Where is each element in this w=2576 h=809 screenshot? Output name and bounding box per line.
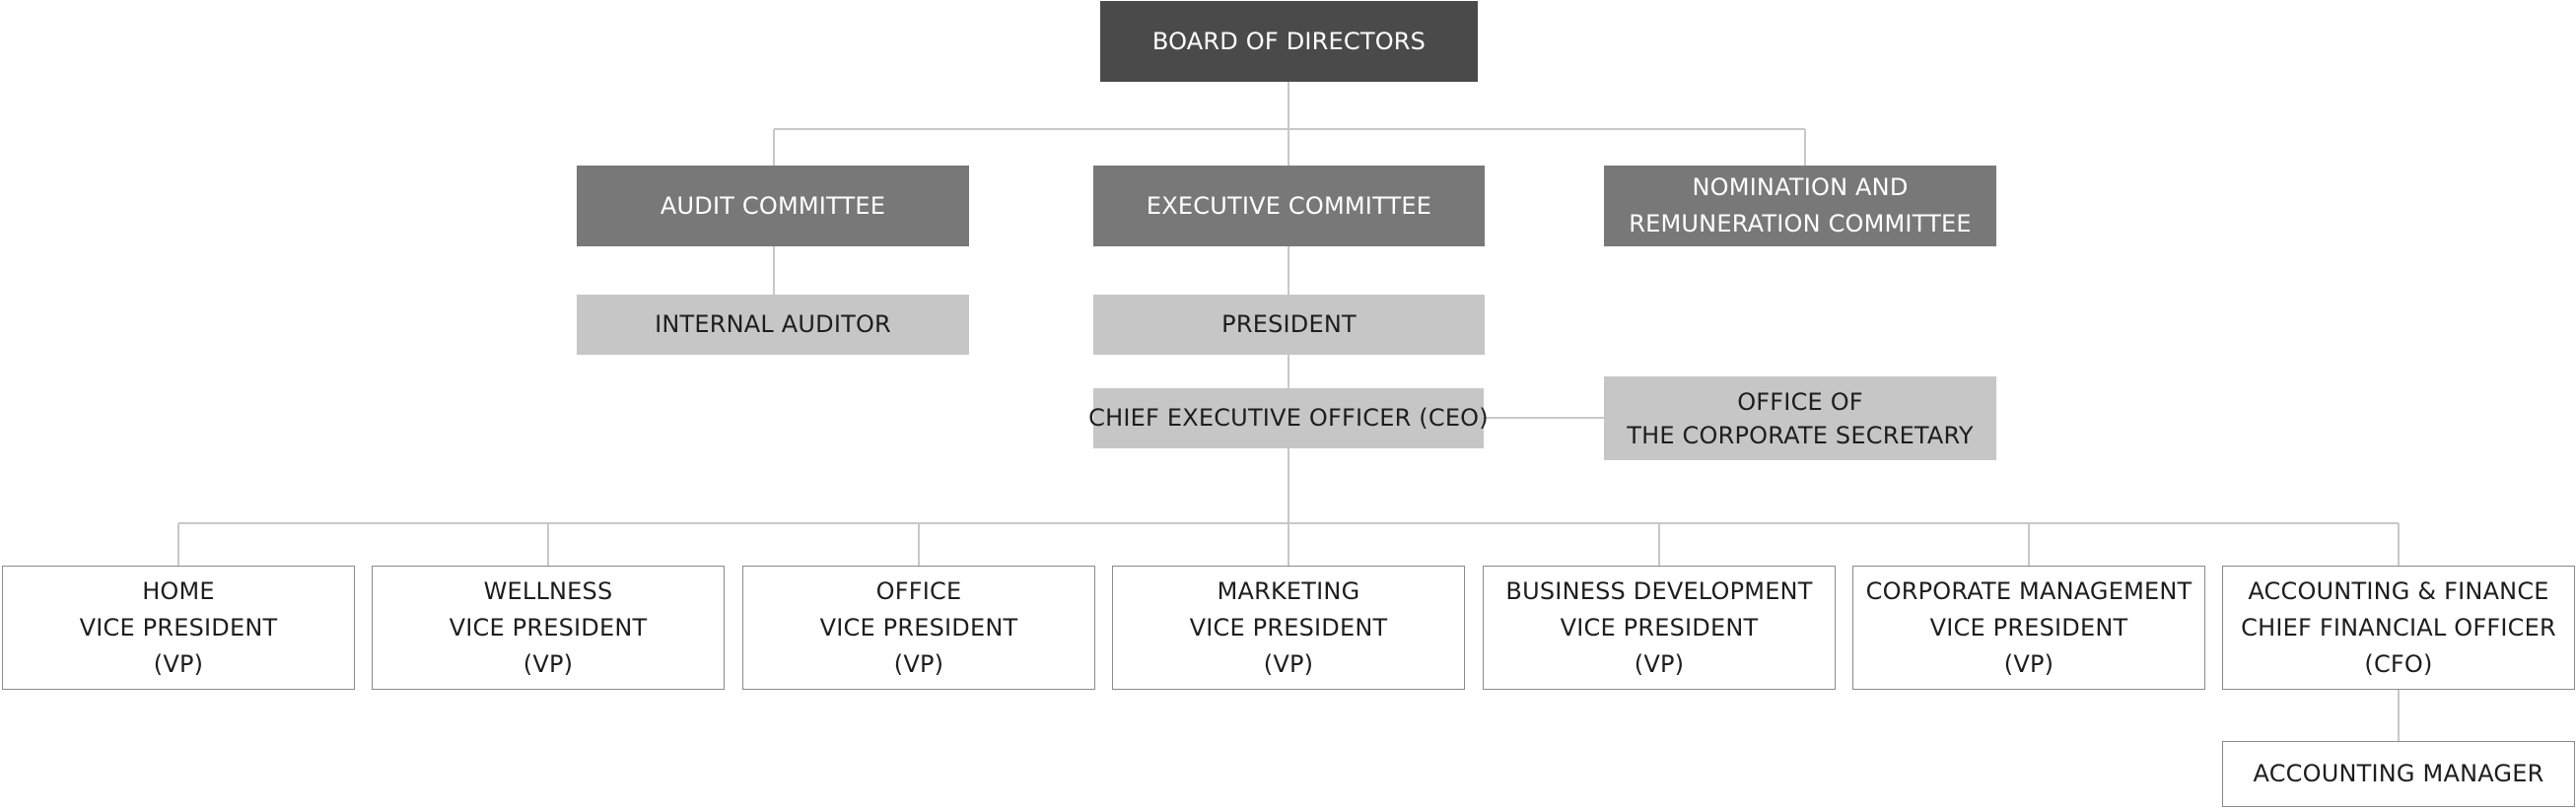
division-name: BUSINESS DEVELOPMENT [1505, 576, 1813, 605]
division-title: VICE PRESIDENT [819, 613, 1018, 641]
division-title: VICE PRESIDENT [79, 613, 278, 641]
executive-committee-box: EXECUTIVE COMMITTEE [1093, 166, 1485, 246]
division-abbrev: (CFO) [2364, 649, 2433, 678]
division-home-box: HOME VICE PRESIDENT (VP) [2, 566, 355, 690]
nomination-committee-box: NOMINATION AND REMUNERATION COMMITTEE [1604, 166, 1996, 246]
nomination-committee-line-1: NOMINATION AND [1692, 173, 1909, 201]
division-marketing-box: MARKETING VICE PRESIDENT (VP) [1112, 566, 1465, 690]
division-wellness-box: WELLNESS VICE PRESIDENT (VP) [372, 566, 725, 690]
division-name: OFFICE [875, 576, 962, 605]
division-business-development-box: BUSINESS DEVELOPMENT VICE PRESIDENT (VP) [1483, 566, 1836, 690]
division-accounting-finance-box: ACCOUNTING & FINANCE CHIEF FINANCIAL OFF… [2222, 566, 2575, 690]
accounting-manager-box: ACCOUNTING MANAGER [2222, 741, 2575, 807]
division-abbrev: (VP) [522, 649, 574, 678]
ceo-box: CHIEF EXECUTIVE OFFICER (CEO) [1088, 388, 1489, 448]
audit-committee-box: AUDIT COMMITTEE [577, 166, 969, 246]
division-office-box: OFFICE VICE PRESIDENT (VP) [742, 566, 1095, 690]
accounting-manager-label: ACCOUNTING MANAGER [2253, 760, 2544, 787]
division-name: ACCOUNTING & FINANCE [2248, 576, 2549, 605]
division-title: VICE PRESIDENT [1189, 613, 1388, 641]
division-abbrev: (VP) [1634, 649, 1685, 678]
division-name: WELLNESS [483, 576, 613, 605]
internal-auditor-label: INTERNAL AUDITOR [655, 310, 891, 338]
president-box: PRESIDENT [1093, 295, 1485, 355]
division-abbrev: (VP) [1263, 649, 1314, 678]
audit-committee-label: AUDIT COMMITTEE [660, 191, 886, 220]
division-title: VICE PRESIDENT [1929, 613, 2128, 641]
board-of-directors-box: BOARD OF DIRECTORS [1100, 1, 1478, 82]
ceo-label: CHIEF EXECUTIVE OFFICER (CEO) [1088, 404, 1489, 432]
division-name: MARKETING [1217, 576, 1360, 605]
division-abbrev: (VP) [893, 649, 944, 678]
division-title: CHIEF FINANCIAL OFFICER [2241, 613, 2556, 641]
president-label: PRESIDENT [1221, 310, 1357, 338]
division-title: VICE PRESIDENT [449, 613, 648, 641]
corporate-secretary-line-2: THE CORPORATE SECRETARY [1627, 421, 1974, 449]
corporate-secretary-box: OFFICE OF THE CORPORATE SECRETARY [1604, 376, 1996, 460]
division-abbrev: (VP) [2003, 649, 2054, 678]
division-name: CORPORATE MANAGEMENT [1865, 576, 2193, 605]
division-name: HOME [142, 576, 215, 605]
nomination-committee-line-2: REMUNERATION COMMITTEE [1629, 210, 1972, 237]
division-corporate-management-box: CORPORATE MANAGEMENT VICE PRESIDENT (VP) [1852, 566, 2205, 690]
executive-committee-label: EXECUTIVE COMMITTEE [1146, 191, 1432, 220]
board-label: BOARD OF DIRECTORS [1151, 27, 1427, 55]
division-title: VICE PRESIDENT [1560, 613, 1759, 641]
internal-auditor-box: INTERNAL AUDITOR [577, 295, 969, 355]
corporate-secretary-line-1: OFFICE OF [1737, 387, 1863, 416]
division-abbrev: (VP) [153, 649, 204, 678]
